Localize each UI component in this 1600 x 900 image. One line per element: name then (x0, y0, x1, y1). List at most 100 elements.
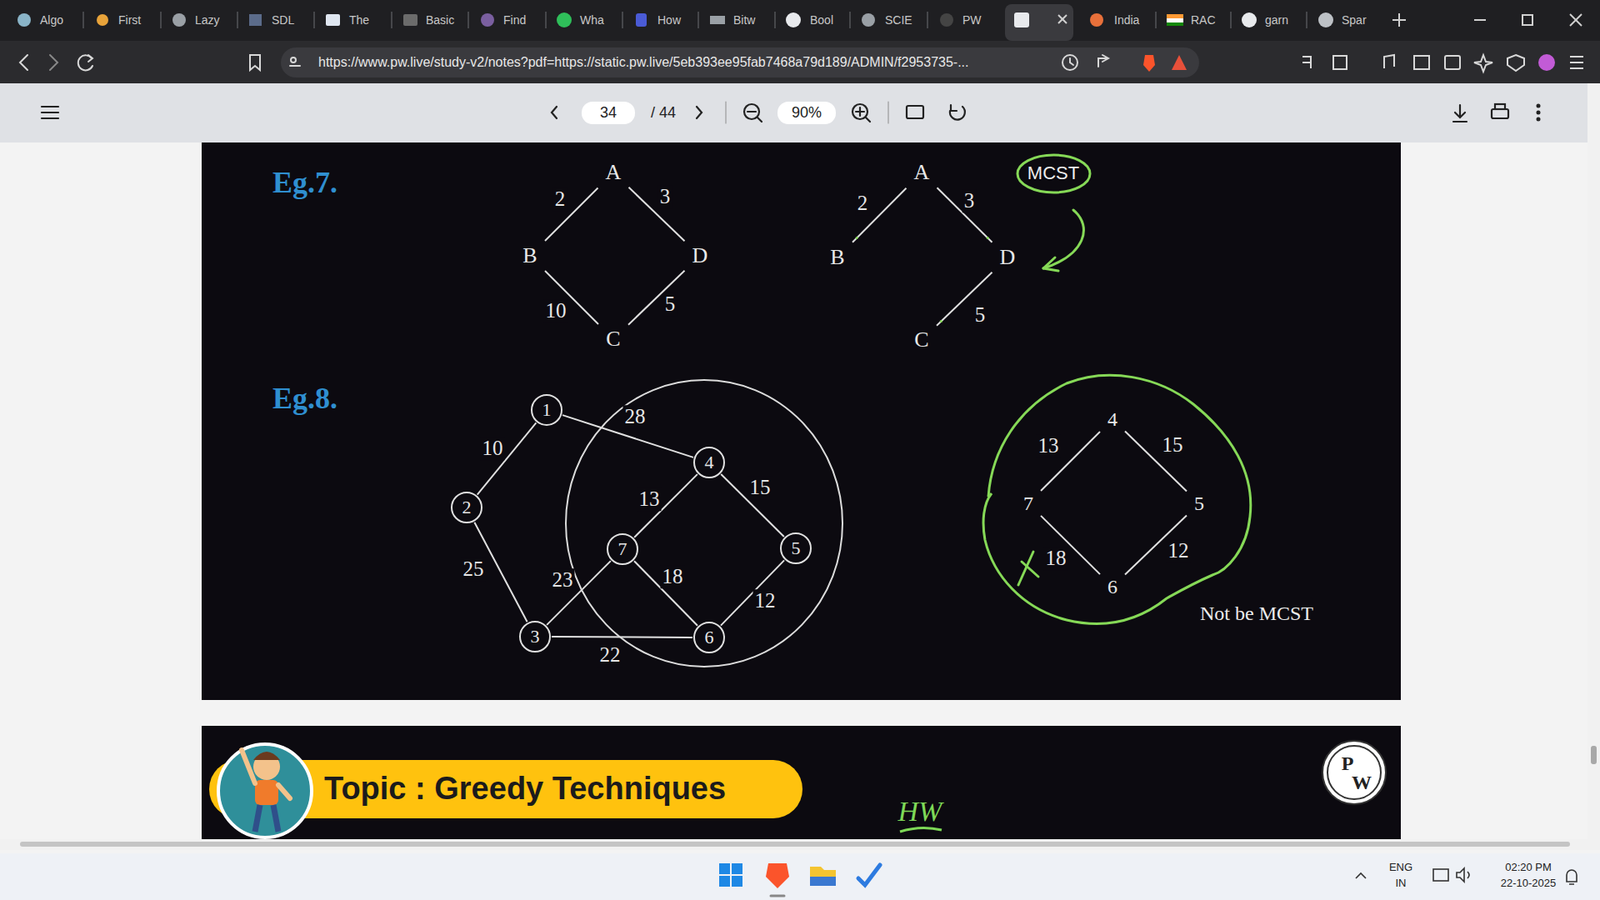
enclosing-circle (565, 380, 843, 667)
edge-weight: 13 (637, 487, 662, 511)
edge-weight: 15 (1160, 433, 1185, 457)
rewards-icon (1171, 55, 1187, 70)
pdf-toolbar-icons (41, 101, 1509, 124)
page-count: / 44 (650, 104, 676, 122)
profile-icon (1538, 54, 1555, 71)
rejection-loop (983, 375, 1251, 624)
node-text: B (522, 244, 537, 269)
edge-weight: 12 (1166, 539, 1191, 563)
node-text: 7 (618, 540, 628, 559)
handwritten-note: HW (898, 795, 943, 828)
avatar-figure (241, 750, 290, 832)
url-text: https://www.pw.live/study-v2/notes?pdf=h… (318, 55, 970, 70)
vertex-circle: 2 (450, 491, 483, 524)
taskbar (0, 853, 1600, 900)
tab-bar (0, 0, 1600, 41)
graph-vertex: D (685, 237, 716, 275)
node-text: A (605, 160, 622, 185)
tray-date: 22-10-2025 (1500, 877, 1557, 890)
brave-shield (1143, 55, 1155, 72)
node-text: 6 (1107, 575, 1118, 598)
edge-weight: 5 (663, 292, 678, 316)
graph-edge (628, 270, 685, 325)
tab-separators (83, 11, 1307, 29)
edge-weight: 2 (553, 187, 568, 211)
graph-vertex: 4 (1100, 401, 1125, 438)
edge-weight: 3 (658, 185, 673, 209)
tab-title: Find (503, 13, 526, 27)
graph-vertex: D (992, 239, 1024, 277)
nav-icons (20, 55, 1109, 70)
start-button (719, 863, 743, 887)
graph-vertex: B (515, 237, 545, 275)
graph-vertex: C (598, 320, 629, 359)
edge-weight: 10 (544, 299, 569, 323)
node-text: C (914, 328, 929, 353)
tray-time: 02:20 PM (1505, 861, 1552, 875)
edge-weight: 2 (855, 191, 870, 215)
edge-weight: 25 (461, 557, 486, 581)
note: Not be MCST (1200, 602, 1314, 626)
graph-edge (1040, 515, 1100, 575)
node-text: A (914, 160, 930, 185)
avatar (218, 744, 312, 838)
node-text: 5 (1194, 492, 1205, 515)
edge-weight: 28 (623, 405, 648, 429)
tab-title: Algo (40, 13, 64, 27)
node-text: C (605, 327, 620, 352)
edge-weight: 22 (598, 643, 623, 667)
graph-vertex: 5 (1186, 485, 1212, 522)
node-text: 4 (705, 453, 715, 472)
node-text: 7 (1023, 492, 1034, 515)
edge-weight: 10 (480, 436, 505, 460)
edge-weight: 18 (660, 565, 685, 589)
graph-edge (551, 635, 693, 639)
zoom-box (777, 101, 836, 125)
node-text: 5 (791, 539, 801, 558)
graph-edge (545, 188, 599, 242)
node-text: D (1000, 245, 1016, 270)
folder-icon (810, 866, 836, 886)
edge-weight: 23 (550, 568, 575, 592)
node-text: 3 (530, 627, 540, 646)
graph-edge (937, 187, 993, 242)
vertex-circle: 3 (519, 620, 551, 653)
node-text: B (830, 245, 845, 270)
tab-title: Spar (1341, 13, 1367, 27)
scroll-thumb (20, 841, 1570, 847)
horizontal-scrollbar (0, 839, 1600, 850)
tab-title: Lazy (195, 13, 220, 27)
tab-title: RAC (1190, 13, 1216, 27)
active-tab (1005, 4, 1074, 41)
graph-vertex: 7 (1015, 485, 1041, 522)
logo-letter: W (1351, 771, 1372, 795)
more-menu-dots (1536, 104, 1541, 122)
pdf-toolbar (0, 83, 1600, 143)
tray-language: ENG (1389, 861, 1413, 875)
tab-title: Bool (810, 13, 834, 27)
node-text: MCST (1027, 163, 1080, 184)
graph-edge (1125, 431, 1187, 492)
tray-language: IN (1395, 877, 1407, 890)
todo-icon (858, 865, 880, 885)
browser-app-icon (765, 863, 790, 889)
edge-weight: 12 (753, 589, 778, 613)
tab-title: The (349, 13, 370, 27)
ellipse-outline (1017, 155, 1090, 193)
tab-title: SDL (271, 13, 295, 27)
tab-icons (17, 12, 1334, 28)
page-number: 34 (600, 104, 617, 122)
example-heading: Eg.8. (272, 381, 338, 416)
tab-title: garn (1265, 13, 1289, 27)
edge-weight: 5 (973, 303, 988, 327)
callout-ellipse: MCST (1015, 153, 1092, 195)
graph-edge (634, 560, 698, 625)
toolbar-icons (1302, 55, 1584, 72)
tab-title: First (118, 13, 141, 27)
tab-title: Wha (580, 13, 605, 27)
node-text: 1 (542, 400, 552, 420)
